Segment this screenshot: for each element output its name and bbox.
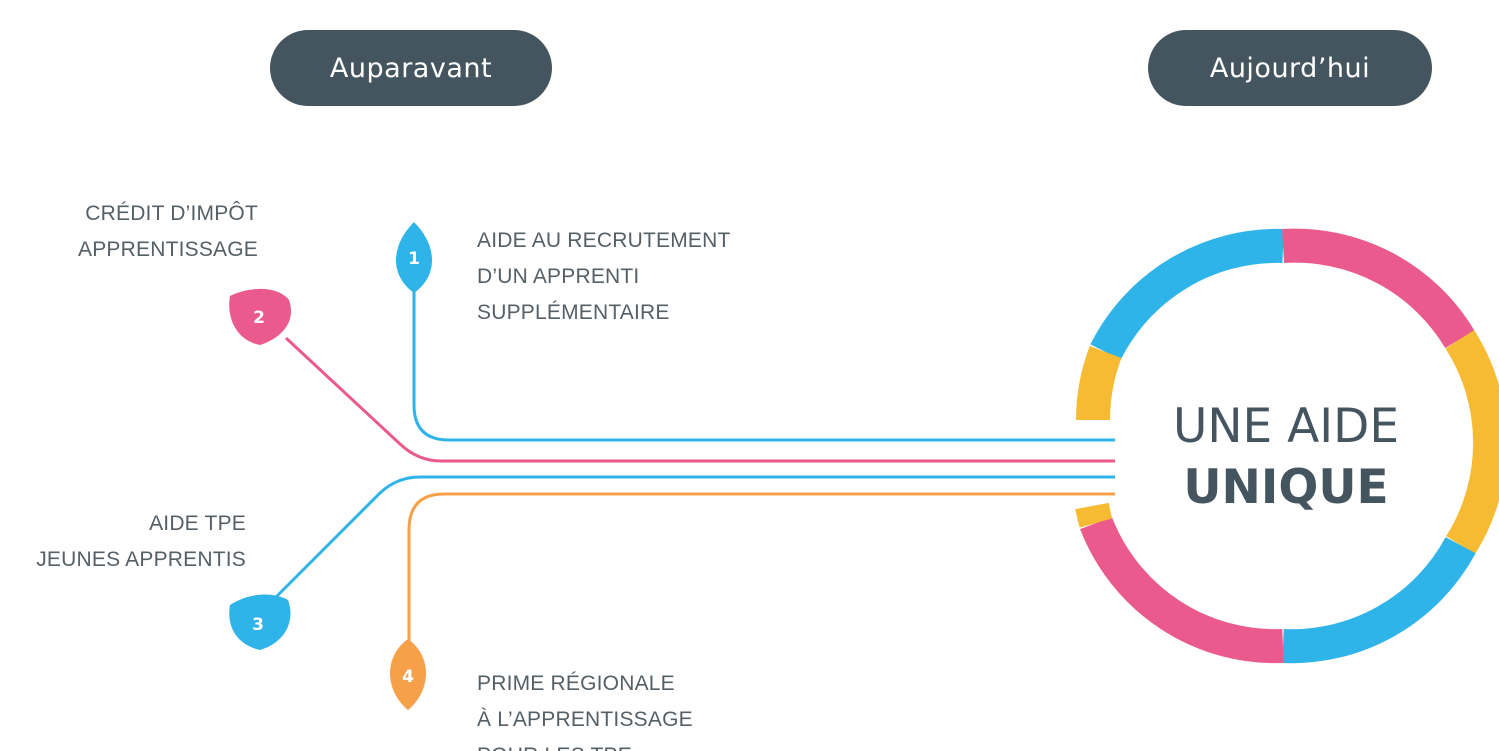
label-aid-1-line3: SUPPLÉMENTAIRE xyxy=(477,301,670,324)
label-aid-2: CRÉDIT D’IMPÔT APPRENTISSAGE xyxy=(78,196,258,268)
ring-segment-pink-top xyxy=(1281,228,1475,349)
result-title-line2: UNIQUE xyxy=(1183,460,1388,515)
today-label: Aujourd’hui xyxy=(1209,52,1371,84)
badge-4: 4 xyxy=(390,639,426,710)
before-label: Auparavant xyxy=(329,52,493,84)
before-pill: Auparavant xyxy=(270,30,552,106)
label-aid-2-line1: CRÉDIT D’IMPÔT xyxy=(85,202,258,225)
label-aid-3-line2: JEUNES APPRENTIS xyxy=(36,548,246,571)
badge-4-number: 4 xyxy=(402,667,414,687)
label-aid-1-line2: D’UN APPRENTI xyxy=(477,265,640,288)
result-title-line1: UNE AIDE xyxy=(1173,399,1399,454)
label-aid-3-line1: AIDE TPE xyxy=(149,512,246,535)
connector-line-1 xyxy=(412,290,1115,442)
badge-2-number: 2 xyxy=(253,308,265,328)
badge-1: 1 xyxy=(396,222,432,293)
ring-segment-blue-bottom xyxy=(1282,536,1476,664)
connector-line-4 xyxy=(407,492,1115,650)
badge-1-number: 1 xyxy=(408,249,420,269)
badge-3: 3 xyxy=(229,594,291,650)
label-aid-3: AIDE TPE JEUNES APPRENTIS xyxy=(36,506,246,578)
label-aid-4-line1: PRIME RÉGIONALE xyxy=(477,672,675,695)
unique-aid-ring xyxy=(1075,228,1499,664)
badge-2: 2 xyxy=(229,288,291,345)
label-aid-1: AIDE AU RECRUTEMENT D’UN APPRENTI SUPPLÉ… xyxy=(477,223,731,331)
label-aid-1-line1: AIDE AU RECRUTEMENT xyxy=(477,229,731,252)
ring-segment-yellow-left-lower xyxy=(1075,502,1113,528)
label-aid-2-line2: APPRENTISSAGE xyxy=(78,238,258,261)
label-aid-4-line2: À L’APPRENTISSAGE xyxy=(477,708,693,731)
ring-segment-yellow-left-upper xyxy=(1076,345,1122,421)
label-aid-4: PRIME RÉGIONALE À L’APPRENTISSAGE POUR L… xyxy=(477,666,693,751)
ring-segment-blue-top xyxy=(1090,228,1284,360)
label-aid-4-line3: POUR LES TPE xyxy=(477,738,693,751)
badge-3-number: 3 xyxy=(252,615,264,635)
ring-segment-yellow-right xyxy=(1445,330,1499,555)
today-pill: Aujourd’hui xyxy=(1148,30,1432,106)
ring-segment-pink-bottom xyxy=(1080,516,1284,664)
connector-line-2 xyxy=(284,336,1115,463)
connector-line-3 xyxy=(274,475,1115,599)
